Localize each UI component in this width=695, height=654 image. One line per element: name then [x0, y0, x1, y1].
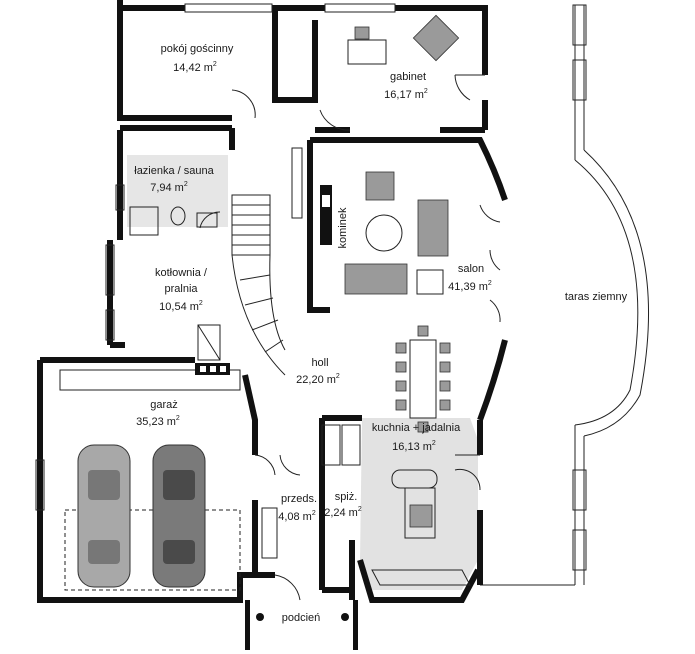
staircase: [231, 194, 286, 376]
room-label-gabinet: gabinet: [390, 71, 426, 83]
doors: [199, 74, 501, 601]
room-area-lazienka: 7,94 m2: [150, 181, 188, 194]
room-area-spiz: 2,24 m2: [324, 506, 362, 519]
kitchen-counters: [261, 424, 471, 586]
car-right: [152, 444, 206, 588]
bathroom-floor: [127, 155, 228, 227]
room-area-gabinet: 16,17 m2: [384, 88, 428, 101]
room-label-podcien: podcień: [282, 612, 321, 624]
room-area-kuchnia: 16,13 m2: [392, 440, 436, 453]
room-area-salon: 41,39 m2: [448, 280, 492, 293]
room-label-kotlownia-2: pralnia: [164, 283, 198, 295]
room-label-garaz: garaż: [150, 399, 178, 411]
room-label-kominek: kominek: [337, 207, 349, 248]
salon-furniture: [320, 171, 449, 295]
room-label-kotlownia: kotłownia /: [155, 267, 208, 279]
room-area-kotlownia: 10,54 m2: [159, 300, 203, 313]
room-area-holl: 22,20 m2: [296, 373, 340, 386]
room-area-garaz: 35,23 m2: [136, 415, 180, 428]
car-left: [77, 444, 131, 588]
room-label-holl: holl: [311, 357, 328, 369]
dining-table: [395, 325, 451, 433]
windows: [35, 3, 396, 511]
porch-columns: [245, 600, 358, 650]
room-label-taras: taras ziemny: [565, 291, 628, 303]
room-label-kuchnia: kuchnia + jadalnia: [372, 422, 461, 434]
room-label-lazienka: łazienka / sauna: [134, 165, 214, 177]
terrace-outline: [480, 4, 649, 586]
room-label-spiz: spiż.: [335, 491, 358, 503]
room-label-pokoj: pokój gościnny: [161, 43, 234, 55]
room-area-przeds: 4,08 m2: [278, 510, 316, 523]
bathroom-fixtures: [129, 206, 218, 236]
garage-details: [59, 324, 241, 591]
room-area-pokoj: 14,42 m2: [173, 61, 217, 74]
office-furniture: [347, 14, 460, 65]
room-label-salon: salon: [458, 263, 484, 275]
room-label-przeds: przeds.: [281, 493, 317, 505]
kitchen-floor: [360, 418, 478, 590]
